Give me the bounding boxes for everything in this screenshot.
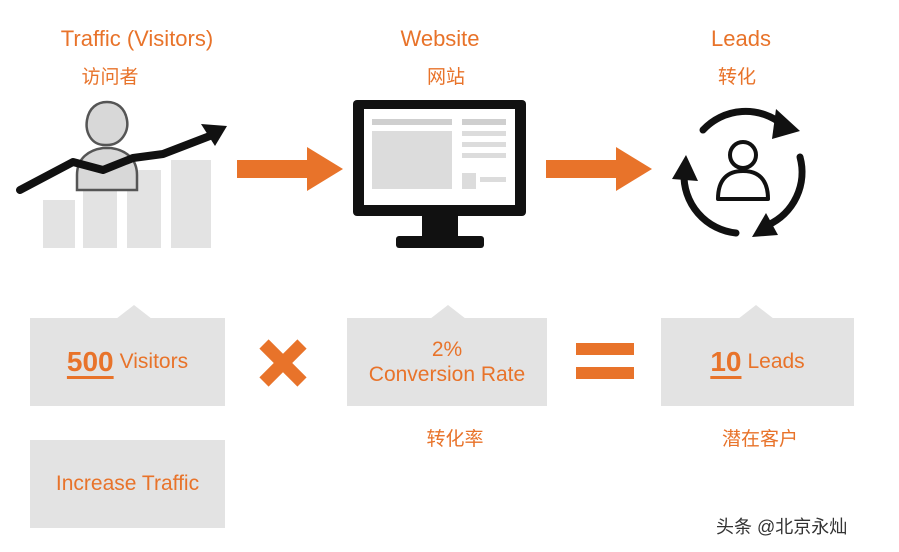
chart-bar [83,180,117,248]
box-pointer [738,305,774,319]
person-icon [716,140,770,201]
conversion-rate-box: 2% Conversion Rate [347,318,547,406]
box-pointer [430,305,466,319]
conversion-rate-value: 2% [431,337,463,361]
arrow-right-icon [546,147,652,191]
stage-subtitle-traffic: 访问者 [81,67,139,88]
visitors-value: 500 [66,346,114,378]
leads-caption: 潜在客户 [721,429,799,450]
conversion-rate-label: Conversion Rate [368,363,526,386]
chart-bar [43,200,75,248]
visitors-box: 500 Visitors [30,318,225,406]
visitors-label: Visitors [119,350,189,374]
box-pointer [116,305,152,319]
equals-icon [576,343,634,379]
stage-subtitle-website: 网站 [426,67,466,88]
monitor-icon [353,100,526,248]
stage-title-website: Website [400,26,480,51]
conversion-rate-caption: 转化率 [426,429,484,450]
traffic-growth-icon [16,100,227,248]
person-icon [75,100,139,192]
leads-value: 10 [710,346,742,378]
leads-label: Leads [747,350,805,374]
leads-box: 10 Leads [661,318,854,406]
multiply-icon [259,339,307,387]
increase-traffic-box: Increase Traffic [30,440,225,528]
stage-subtitle-leads: 转化 [717,67,757,88]
lead-cycle-icon [672,107,806,237]
stage-title-leads: Leads [711,26,771,51]
trend-arrowhead-icon [201,124,227,146]
arrow-right-icon [237,147,343,191]
trend-line [16,130,219,194]
stage-title-traffic: Traffic (Visitors) [60,26,214,51]
chart-bar [171,160,211,248]
watermark: 头条 @北京永灿 [716,517,848,537]
